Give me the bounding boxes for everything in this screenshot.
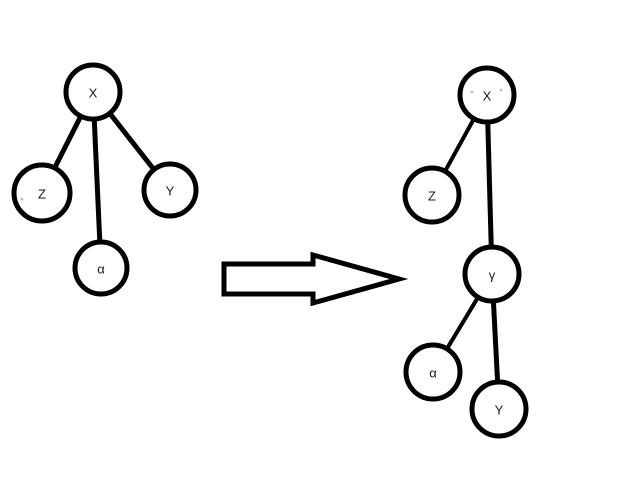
before-tree-node-y-circle bbox=[141, 161, 199, 219]
before-tree-node-y-label: Y bbox=[166, 184, 175, 199]
after-tree-node-alpha[interactable]: α bbox=[403, 342, 463, 402]
after-tree-node-x[interactable]: X bbox=[457, 65, 517, 125]
after-tree-node-z[interactable]: Z bbox=[402, 165, 462, 225]
before-tree-node-z-label: Z bbox=[38, 187, 46, 202]
scan-speck-0 bbox=[20, 197, 24, 201]
after-tree-edge-x-to-gamma bbox=[485, 117, 494, 252]
before-tree-node-alpha[interactable]: α bbox=[72, 239, 130, 297]
scan-speck-2 bbox=[499, 88, 503, 92]
before-tree-node-alpha-label: α bbox=[97, 262, 105, 277]
after-tree-node-gamma[interactable]: γ bbox=[462, 244, 522, 304]
before-tree-node-z-circle bbox=[11, 162, 73, 224]
before-tree-node-x[interactable]: X bbox=[63, 62, 123, 122]
after-tree-node-x-circle bbox=[457, 65, 517, 125]
after-tree-node-z-circle bbox=[402, 165, 462, 225]
before-tree-edge-x-to-y bbox=[105, 109, 158, 174]
after-tree-node-x-label: X bbox=[483, 89, 492, 104]
after-tree-node-z-label: Z bbox=[428, 189, 436, 204]
after-tree-node-gamma-circle bbox=[462, 244, 522, 304]
after-tree-node-y-circle bbox=[469, 379, 529, 439]
after-tree-edge-gamma-to-alpha bbox=[443, 293, 482, 353]
after-tree-edges bbox=[442, 114, 501, 387]
after-tree-node-alpha-circle bbox=[403, 342, 463, 402]
before-tree-edge-x-to-alpha bbox=[91, 114, 103, 247]
before-tree-node-z[interactable]: Z bbox=[11, 162, 73, 224]
before-tree-node-alpha-circle bbox=[72, 239, 130, 297]
after-tree-node-y[interactable]: Y bbox=[469, 379, 529, 439]
before-tree-edge-x-to-z bbox=[51, 111, 85, 173]
scan-speck-1 bbox=[470, 90, 474, 94]
transformation-arrow-group bbox=[221, 251, 409, 307]
after-tree-node-y-label: Y bbox=[495, 403, 504, 418]
after-tree-edge-gamma-to-y bbox=[490, 296, 501, 387]
scan-speck-group bbox=[20, 88, 503, 201]
after-tree-nodes: X Zγ αY bbox=[402, 65, 529, 439]
transformation-arrow bbox=[221, 251, 409, 307]
after-tree-edge-x-to-z bbox=[442, 114, 477, 176]
after-tree-node-alpha-label: α bbox=[429, 366, 437, 381]
before-tree-nodes: X Z Yα bbox=[11, 62, 199, 297]
before-tree-edges bbox=[51, 109, 158, 247]
before-tree-node-x-circle bbox=[63, 62, 123, 122]
before-tree-node-y[interactable]: Y bbox=[141, 161, 199, 219]
before-tree-node-x-label: X bbox=[89, 86, 98, 101]
after-tree-node-gamma-label: γ bbox=[489, 268, 496, 283]
